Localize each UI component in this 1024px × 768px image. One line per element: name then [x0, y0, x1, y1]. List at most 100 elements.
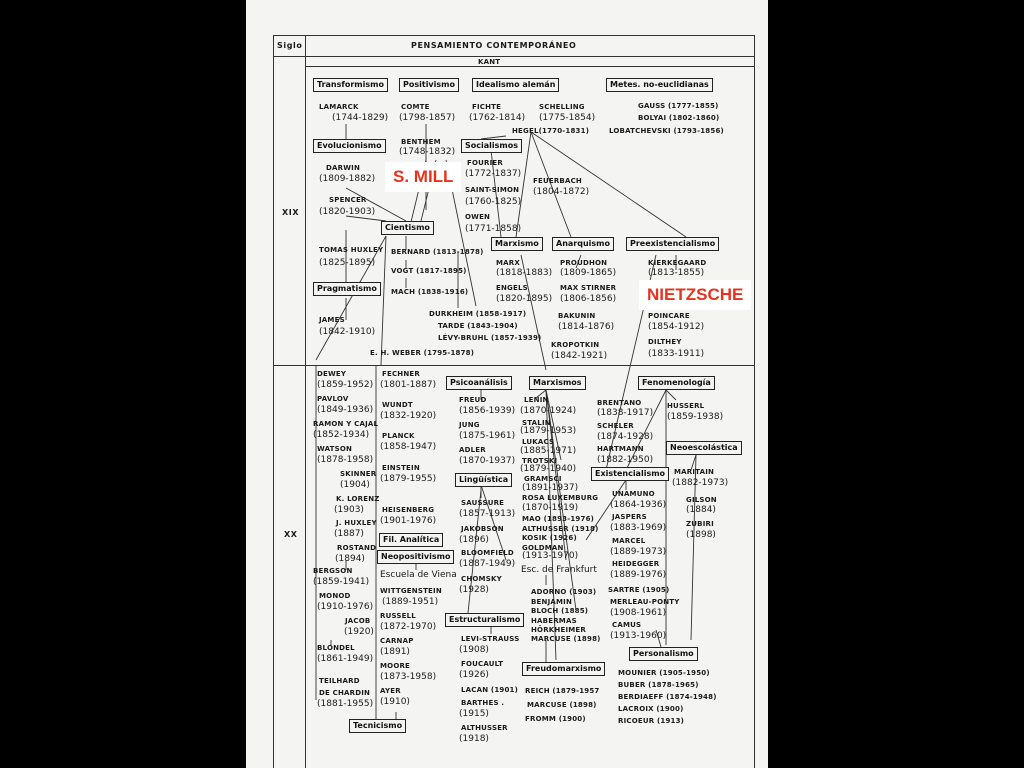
- label-monod: MONOD: [319, 592, 351, 600]
- label-jhuxley: J. HUXLEY: [336, 519, 377, 527]
- label-ramon: RAMON Y CAJAL: [313, 420, 379, 428]
- connector-line: [585, 479, 627, 541]
- siglo-column-divider: [305, 35, 306, 768]
- label-levistrauss: LEVI-STRAUSS: [461, 635, 520, 643]
- box-psicoanalisis: Psicoanálisis: [446, 376, 512, 390]
- label-weber: E. H. WEBER (1795-1878): [370, 349, 475, 357]
- box-positivismo: Positivismo: [399, 78, 459, 92]
- label-dilthey-dates: (1833-1911): [648, 349, 705, 359]
- label-russell: RUSSELL: [380, 612, 416, 620]
- label-lenin: LENIN: [524, 396, 549, 404]
- label-barthes-dates: (1915): [459, 709, 489, 719]
- page-title: PENSAMIENTO CONTEMPORÁNEO: [411, 41, 577, 50]
- label-monod-dates: (1910-1976): [317, 602, 374, 612]
- label-bloomfield: BLOOMFIELD: [461, 549, 514, 557]
- connector-line: [345, 187, 407, 222]
- label-comte-dates: (1798-1857): [399, 113, 456, 123]
- label-bentham: BENTHEM: [401, 138, 441, 146]
- label-lukacs: LUKACS: [522, 438, 555, 446]
- box-socialismos: Socialismos: [461, 139, 522, 153]
- label-spencer-dates: (1820-1903): [319, 207, 376, 217]
- box-freudomarxismo: Freudomarxismo: [522, 662, 606, 676]
- label-rosa-dates: (1870-1919): [522, 503, 579, 513]
- connector-line: [345, 215, 387, 222]
- label-foucault-dates: (1926): [459, 670, 489, 680]
- box-idealismo: Idealismo alemán: [472, 78, 560, 92]
- connector-line: [625, 389, 667, 471]
- label-jacob-dates: (1920): [344, 627, 374, 637]
- label-unamuno-dates: (1864-1936): [610, 500, 667, 510]
- label-lenin-dates: (1870-1924): [520, 406, 577, 416]
- label-berdiaeff: BERDIAEFF (1874-1948): [618, 693, 717, 701]
- box-neopositivismo: Neopositivismo: [377, 550, 455, 564]
- label-heidegger: HEIDEGGER: [612, 560, 660, 568]
- label-kierkegaard: KIERKEGAARD: [648, 259, 707, 267]
- label-rostand: ROSTAND: [337, 544, 377, 552]
- connector-line: [535, 389, 547, 399]
- label-rostand-dates: (1894): [335, 554, 365, 564]
- connector-line: [530, 131, 572, 238]
- label-lobatchevski: LOBATCHEVSKI (1793-1856): [609, 127, 724, 135]
- label-husserl-dates: (1859-1938): [667, 412, 724, 422]
- box-estructuralismo: Estructuralismo: [445, 613, 525, 627]
- label-bernard: BERNARD (1813-1878): [391, 248, 484, 256]
- box-neoescolastica: Neoescolástica: [666, 441, 742, 455]
- label-saussure: SAUSSURE: [461, 499, 505, 507]
- label-dewey-dates: (1859-1952): [317, 380, 374, 390]
- box-fenomenologia: Fenomenología: [638, 376, 715, 390]
- label-scheler: SCHELER: [597, 422, 634, 430]
- label-sartre: SARTRE (1905): [608, 586, 670, 594]
- label-engels: ENGELS: [496, 284, 528, 292]
- label-durkheim: DURKHEIM (1858-1917): [429, 310, 527, 318]
- label-vogt: VOGT (1817-1895): [391, 267, 467, 275]
- label-wundt-dates: (1832-1920): [380, 411, 437, 421]
- label-bentham-dates: (1748-1832): [399, 147, 456, 157]
- connector-line: [690, 454, 697, 641]
- label-mach: MACH (1838-1916): [391, 288, 469, 296]
- label-bakunin-dates: (1814-1876): [558, 322, 615, 332]
- label-carnap-dates: (1891): [380, 647, 410, 657]
- box-cientismo: Cientismo: [381, 221, 434, 235]
- label-chomsky-dates: (1928): [459, 585, 489, 595]
- label-einstein: EINSTEIN: [382, 464, 420, 472]
- label-reich: REICH (1879-1957: [525, 687, 600, 695]
- label-lacroix: LACROIX (1900): [618, 705, 684, 713]
- label-lamarck-dates: (1744-1829): [332, 113, 389, 123]
- label-saintsimon: SAINT-SIMON: [465, 186, 520, 194]
- label-lorenz: K. LORENZ: [336, 495, 380, 503]
- label-owen: OWEN: [465, 213, 491, 221]
- label-buber: BUBER (1878-1965): [618, 681, 699, 689]
- label-althusser2-dates: (1918): [459, 734, 489, 744]
- nietzsche-overlay-label: NIETZSCHE: [639, 280, 752, 310]
- label-chomsky: CHOMSKY: [461, 575, 502, 583]
- label-escuela-viena: Escuela de Viena: [380, 570, 457, 580]
- connector-line: [515, 131, 532, 238]
- label-engels-dates: (1820-1895): [496, 294, 553, 304]
- label-horkheimer: HÖRKHEIMER: [531, 626, 587, 634]
- label-brentano: BRENTANO: [597, 399, 642, 407]
- label-merleau-dates: (1908-1961): [610, 608, 667, 618]
- label-mao: MAO (1893-1976): [522, 515, 595, 523]
- label-marcel: MARCEL: [612, 537, 646, 545]
- label-freud: FREUD: [459, 396, 487, 404]
- label-gilson-dates: (1884): [686, 505, 716, 515]
- connector-line: [467, 489, 482, 614]
- label-zubiri: ZUBIRI: [686, 520, 714, 528]
- connector-line: [480, 135, 507, 140]
- label-jakobson: JAKOBSON: [461, 525, 504, 533]
- connector-line: [545, 389, 577, 611]
- label-ayer: AYER: [380, 687, 401, 695]
- label-heisenberg-dates: (1901-1976): [380, 516, 437, 526]
- label-lorenz-dates: (1903): [334, 505, 364, 515]
- label-carnap: CARNAP: [380, 637, 414, 645]
- box-evolucionismo: Evolucionismo: [313, 139, 386, 153]
- label-hartmann: HARTMANN: [597, 445, 644, 453]
- connector-line: [315, 235, 387, 361]
- label-jhuxley-dates: (1887): [334, 529, 364, 539]
- century-xx-label: XX: [284, 530, 298, 539]
- label-jung-dates: (1875-1961): [459, 431, 516, 441]
- connector-line: [530, 131, 687, 238]
- box-fil-analitica: Fil. Analítica: [379, 533, 444, 547]
- label-althusser2: ALTHUSSER: [461, 724, 508, 732]
- label-benjamin: BENJAMIN: [531, 598, 573, 606]
